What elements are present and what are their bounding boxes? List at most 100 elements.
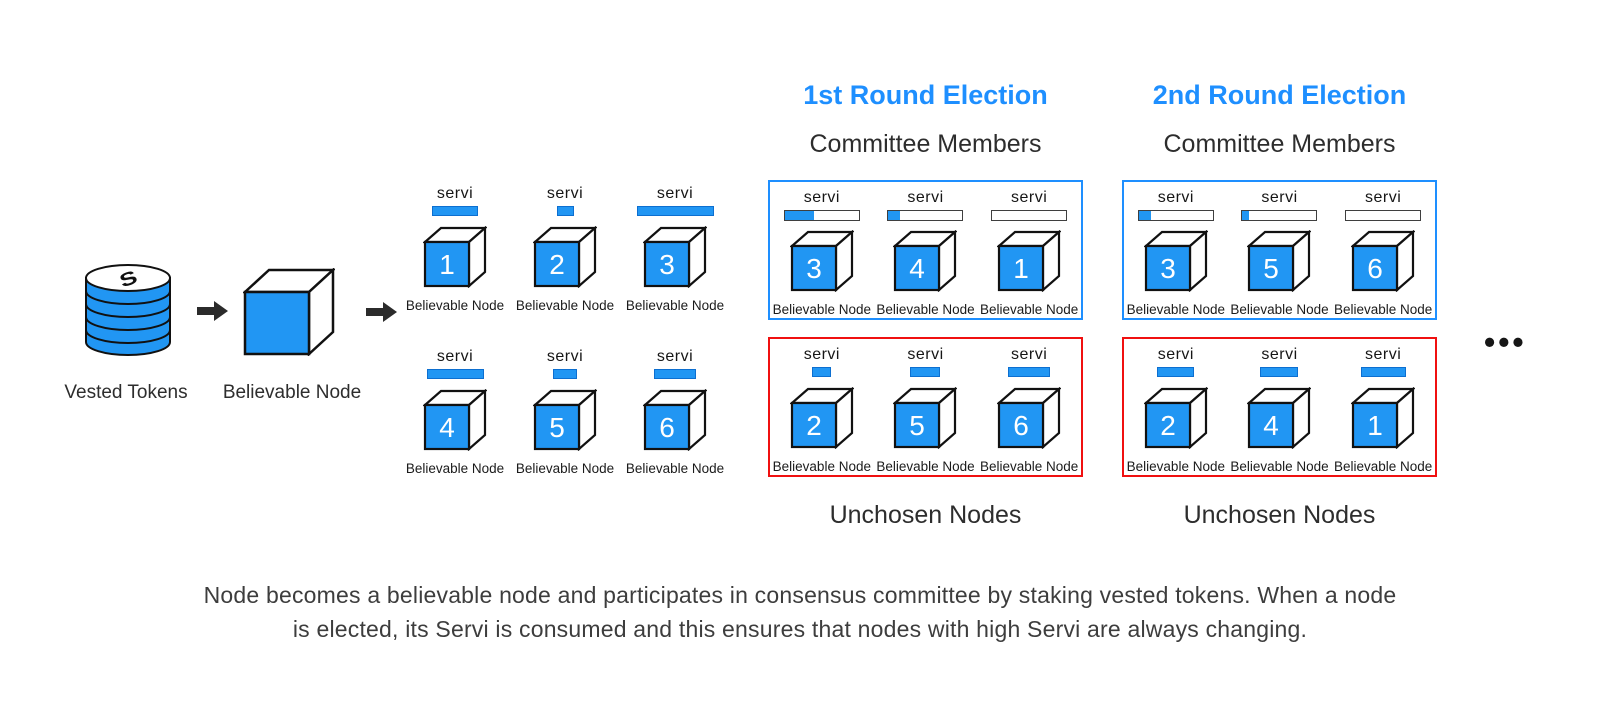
node-cube-icon: 2 (789, 387, 854, 449)
node-cube-icon: 1 (997, 230, 1062, 292)
servi-bar-solid (553, 369, 577, 379)
servi-bar (624, 205, 726, 217)
node-number: 1 (439, 249, 455, 280)
servi-bar-solid (812, 367, 832, 377)
node-cube-icon: 3 (643, 226, 707, 288)
vested-tokens-label: Vested Tokens (64, 382, 188, 403)
servi-label: servi (656, 348, 694, 365)
node-cube-icon: 3 (1143, 230, 1208, 292)
node-number: 2 (1160, 410, 1176, 441)
node-cube-icon: 5 (893, 387, 958, 449)
servi-meter (887, 209, 964, 221)
servi-label: servi (1261, 346, 1298, 363)
caption-line1: Node becomes a believable node and parti… (203, 582, 1397, 608)
servi-bar-solid (432, 206, 478, 216)
servi-bar (404, 205, 506, 217)
believable-node-label: Believable Node (1333, 302, 1433, 317)
servi-bar-solid (636, 206, 714, 216)
right-arrow-icon (366, 302, 397, 322)
node-number: 2 (806, 410, 822, 441)
node-number: 1 (1013, 253, 1029, 284)
round1-committee-box: servi 3 Believable Node servi 4 Believab… (768, 180, 1083, 320)
servi-bar (624, 368, 726, 380)
servi-meter (783, 209, 860, 221)
servi-bar-solid (1157, 367, 1195, 377)
node-cube-icon: 2 (533, 226, 597, 288)
token-symbol-icon: S (116, 265, 140, 291)
believable-node-label: Believable Node (979, 302, 1079, 317)
servi-bar (771, 209, 873, 221)
believable-node-cube-icon (243, 268, 335, 356)
round1-unchosen-label: Unchosen Nodes (829, 501, 1022, 529)
continuation-ellipsis-icon: ••• (1484, 324, 1527, 360)
servi-bar (514, 368, 616, 380)
believable-node-label: Believable Node (772, 459, 871, 474)
servi-bar (978, 209, 1080, 221)
node-cube-icon: 2 (1143, 387, 1208, 449)
believable-node-unit: servi 5 Believable Node (874, 345, 976, 474)
round2-unchosen-box: servi 2 Believable Node servi 4 Believab… (1122, 337, 1437, 477)
servi-bar-solid (1008, 367, 1051, 377)
believable-node-label: Believable Node (405, 461, 505, 476)
round2-committee-label: Committee Members (1163, 130, 1396, 158)
node-cube-icon: 1 (423, 226, 487, 288)
servi-label: servi (907, 189, 944, 206)
servi-label: servi (803, 189, 840, 206)
servi-label: servi (546, 185, 584, 202)
servi-meter (1345, 209, 1422, 221)
caption: Node becomes a believable node and parti… (0, 578, 1600, 646)
vested-tokens-icon: S (85, 264, 171, 356)
believable-node-label: Believable Node (1230, 459, 1329, 474)
servi-meter-fill (1242, 210, 1250, 220)
node-cube-icon: 5 (1247, 230, 1312, 292)
initial-nodes-row1: servi 1 Believable Node servi 2 Believab… (404, 184, 726, 313)
believable-node-unit: servi 2 Believable Node (771, 345, 873, 474)
believable-node-label: Believable Node (1333, 459, 1433, 474)
node-number: 5 (549, 412, 565, 443)
believable-node-unit: servi 3 Believable Node (771, 188, 873, 317)
node-number: 3 (1160, 253, 1176, 284)
node-cube-icon: 4 (893, 230, 958, 292)
servi-meter-fill (784, 210, 815, 220)
node-cube-icon: 4 (423, 389, 487, 451)
node-cube-icon: 5 (533, 389, 597, 451)
believable-node-label: Believable Node (772, 302, 871, 317)
servi-label: servi (1157, 189, 1194, 206)
node-number: 5 (910, 410, 926, 441)
servi-bar (874, 209, 976, 221)
servi-label: servi (1261, 189, 1298, 206)
believable-node-unit: servi 1 Believable Node (1332, 345, 1434, 474)
believable-node-unit: servi 6 Believable Node (978, 345, 1080, 474)
servi-label: servi (436, 348, 474, 365)
servi-meter (991, 209, 1068, 221)
servi-bar (978, 366, 1080, 378)
believable-node-label: Believable Node (515, 298, 615, 313)
believable-node-label: Believable Node (625, 461, 725, 476)
node-cube-icon: 6 (643, 389, 707, 451)
servi-bar-solid (426, 369, 484, 379)
round1-title: 1st Round Election (803, 80, 1048, 110)
servi-label: servi (1365, 189, 1402, 206)
believable-node-label: Believable Node (405, 298, 505, 313)
believable-node-unit: servi 1 Believable Node (404, 184, 506, 313)
believable-node-unit: servi 2 Believable Node (514, 184, 616, 313)
node-number: 6 (1013, 410, 1029, 441)
round2-title: 2nd Round Election (1152, 80, 1407, 110)
node-cube-icon: 3 (789, 230, 854, 292)
believable-node-label: Believable Node (1230, 302, 1329, 317)
believable-node-unit: servi 3 Believable Node (1125, 188, 1227, 317)
node-cube-icon: 4 (1247, 387, 1312, 449)
round2-unchosen-label: Unchosen Nodes (1183, 501, 1376, 529)
believable-node-label: Believable Node (1126, 302, 1225, 317)
node-number: 3 (659, 249, 675, 280)
node-number: 6 (1367, 253, 1383, 284)
node-number: 5 (1264, 253, 1280, 284)
servi-label: servi (803, 346, 840, 363)
believable-node-unit: servi 6 Believable Node (1332, 188, 1434, 317)
servi-bar (874, 366, 976, 378)
believable-node-unit: servi 4 Believable Node (404, 347, 506, 476)
servi-label: servi (1365, 346, 1402, 363)
servi-bar (1332, 209, 1434, 221)
servi-meter-fill (888, 210, 901, 220)
believable-node-unit: servi 3 Believable Node (624, 184, 726, 313)
